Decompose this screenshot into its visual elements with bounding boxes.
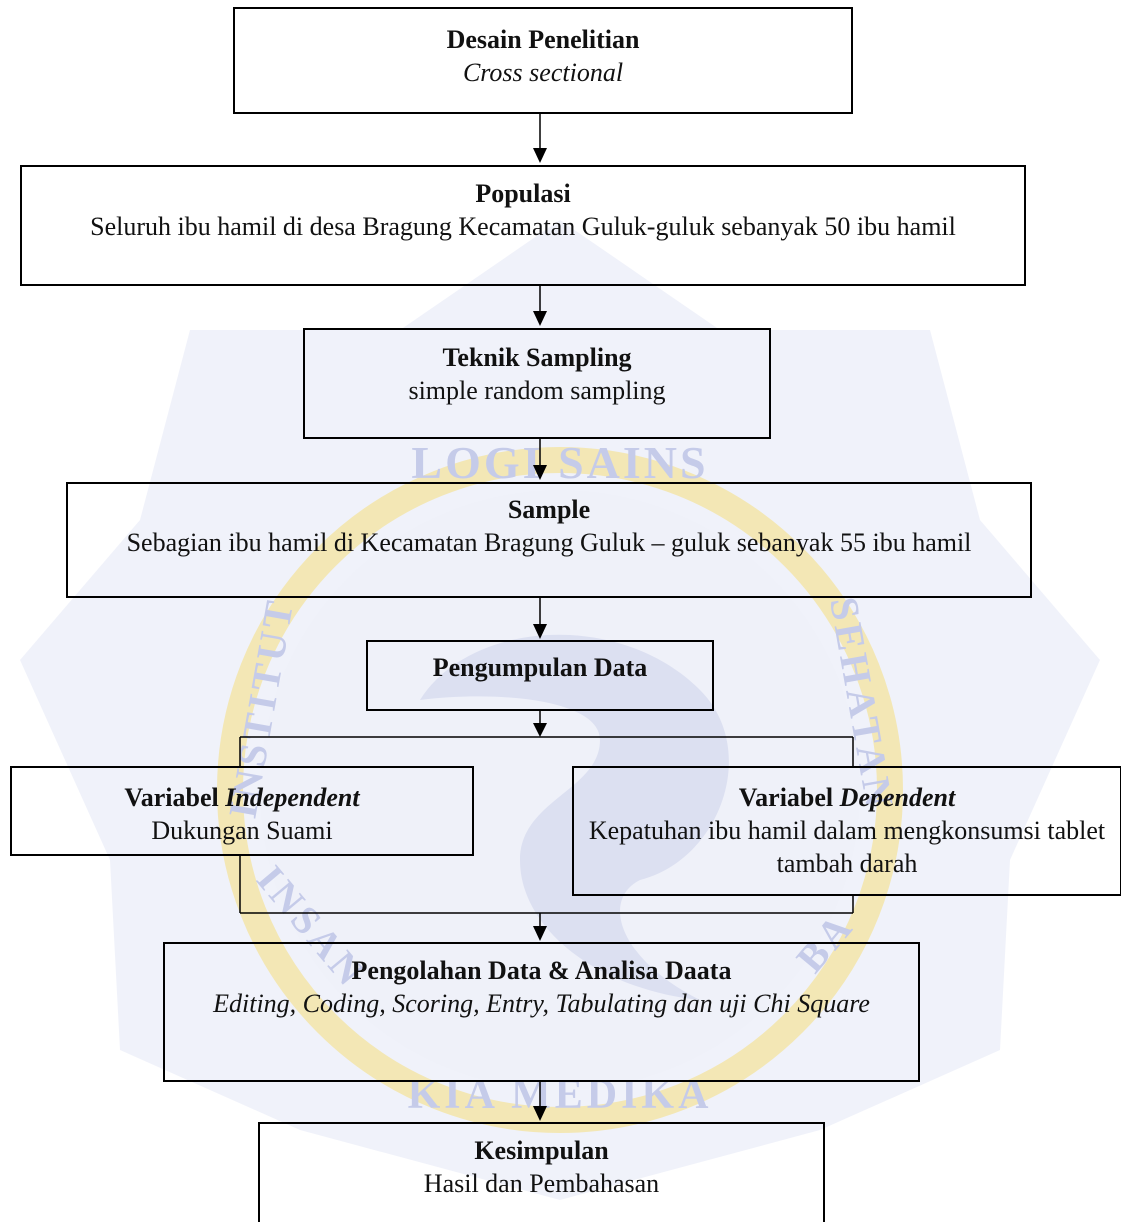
node-variabel-dependent: Variabel Dependent Kepatuhan ibu hamil d… (572, 766, 1121, 896)
watermark-bottom-text: KIA MEDIKA (408, 1072, 713, 1118)
node-title: Variabel Dependent (574, 781, 1120, 814)
node-title: Desain Penelitian (446, 25, 640, 54)
watermark-gold-ring (217, 447, 903, 1133)
watermark-arc-text: LOGI SAINS (411, 437, 708, 488)
node-title: Sample (507, 495, 591, 524)
arrowhead-split (533, 723, 547, 737)
arrowhead-populasi (533, 148, 547, 163)
node-description: Dukungan Suami (151, 816, 333, 845)
node-populasi: Populasi Seluruh ibu hamil di desa Bragu… (20, 165, 1026, 286)
node-title-prefix: Variabel (124, 783, 226, 812)
node-title: Teknik Sampling (442, 343, 632, 372)
arrowhead-pengolahan (533, 926, 547, 941)
node-description: Hasil dan Pembahasan (423, 1169, 660, 1198)
node-pengolahan-data: Pengolahan Data & Analisa Daata Editing,… (163, 942, 920, 1082)
arrowhead-sample (533, 465, 547, 480)
node-sample: Sample Sebagian ibu hamil di Kecamatan B… (66, 482, 1032, 598)
node-title: Kesimpulan (474, 1136, 609, 1165)
node-title-emphasis: Dependent (839, 783, 956, 812)
arrowhead-pengumpulan (533, 624, 547, 639)
arrowhead-teknik (533, 311, 547, 326)
node-kesimpulan: Kesimpulan Hasil dan Pembahasan (258, 1122, 825, 1222)
node-title: Variabel Independent (12, 781, 472, 814)
node-description: Cross sectional (462, 58, 624, 87)
node-description: Kepatuhan ibu hamil dalam mengkonsumsi t… (588, 816, 1106, 878)
node-title: Pengumpulan Data (432, 653, 648, 682)
node-title: Populasi (475, 179, 571, 208)
node-pengumpulan-data: Pengumpulan Data (366, 640, 714, 711)
node-description: Sebagian ibu hamil di Kecamatan Bragung … (126, 528, 972, 557)
node-variabel-independent: Variabel Independent Dukungan Suami (10, 766, 474, 856)
node-description: Seluruh ibu hamil di desa Bragung Kecama… (90, 212, 956, 241)
node-teknik-sampling: Teknik Sampling simple random sampling (303, 328, 771, 439)
node-title-emphasis: Independent (225, 783, 360, 812)
node-description: Editing, Coding, Scoring, Entry, Tabulat… (213, 989, 870, 1018)
node-description: simple random sampling (408, 376, 666, 405)
node-desain-penelitian: Desain Penelitian Cross sectional (233, 7, 853, 114)
node-title-prefix: Variabel (738, 783, 840, 812)
node-title: Pengolahan Data & Analisa Daata (351, 956, 732, 985)
arrowhead-kesimpulan (533, 1106, 547, 1121)
watermark-center-emblem (420, 634, 729, 1000)
